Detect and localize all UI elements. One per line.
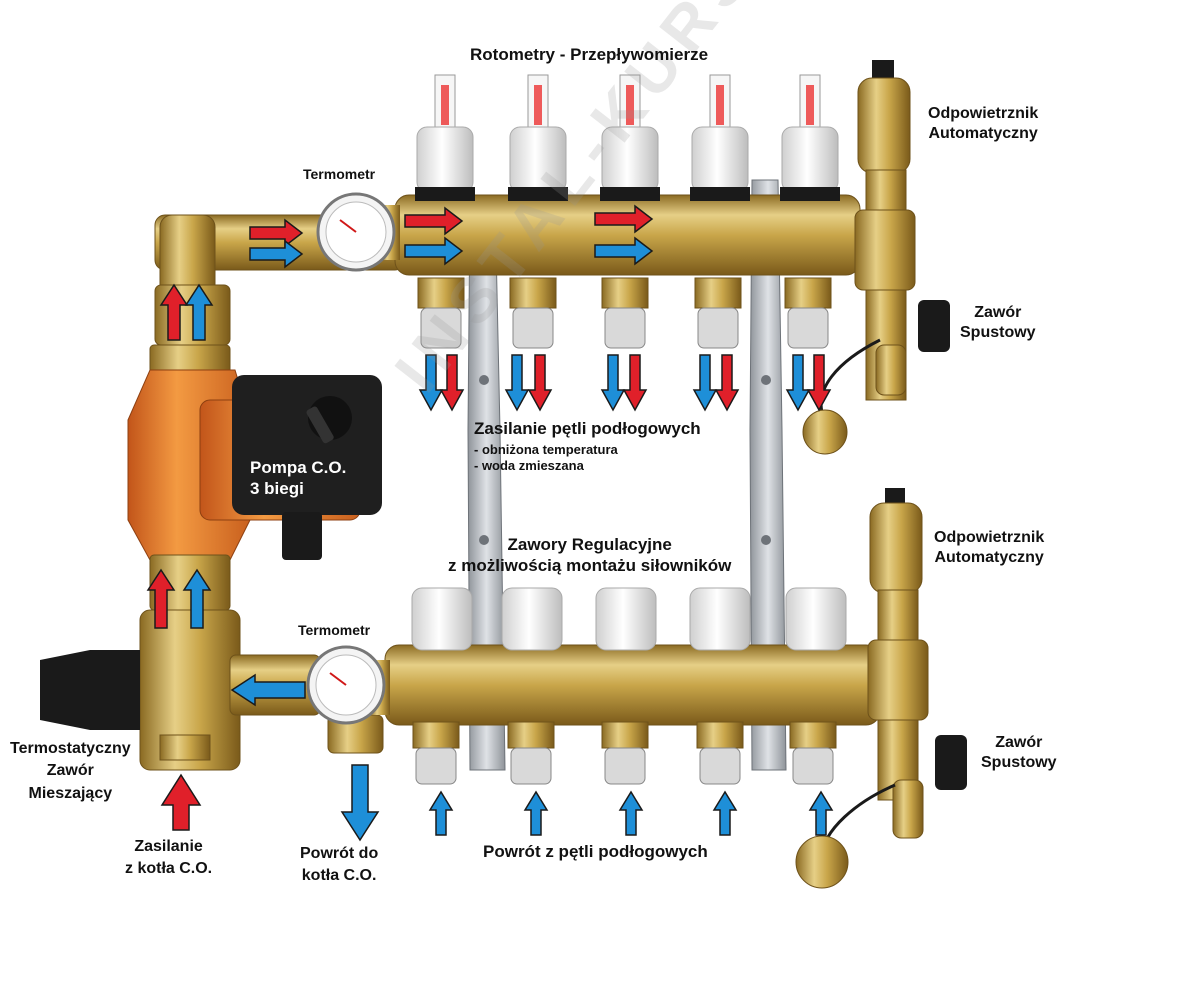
label-zasilanie-petli: Zasilanie pętli podłogowych: [474, 419, 701, 438]
outlet-connector: [601, 277, 649, 349]
rotameter[interactable]: [690, 74, 750, 201]
circulation-pump: [127, 344, 382, 611]
arrow-red-right: [594, 204, 654, 234]
thermostatic-mixing-valve[interactable]: [40, 609, 321, 771]
label-zasilanie-petli-notes: - obniżona temperatura - woda zmieszana: [474, 442, 618, 474]
arrow-blue-up: [808, 790, 834, 836]
label-rotometry: Rotometry - Przepływomierze: [470, 45, 709, 64]
label-termometr-bottom: Termometr: [298, 622, 371, 638]
arrow-red-up: [159, 283, 189, 341]
supply-outlets: [417, 277, 832, 349]
label-odpowietrznik-bottom: Odpowietrznik Automatyczny: [934, 529, 1045, 566]
arrow-red-right: [249, 218, 304, 248]
arrow-blue-right: [404, 236, 464, 266]
rotameter-group: [415, 74, 840, 201]
arrow-blue-up: [428, 790, 454, 836]
arrow-red-up: [146, 568, 176, 629]
inlet-connector: [601, 721, 649, 785]
arrow-blue-right: [249, 239, 304, 269]
outlet-connector: [509, 277, 557, 349]
inlet-connector: [696, 721, 744, 785]
label-pompa: Pompa C.O. 3 biegi: [250, 458, 347, 499]
rotameter[interactable]: [600, 74, 660, 201]
arrow-blue-down: [692, 354, 718, 412]
label-zawor-spustowy-bottom: Zawór Spustowy: [981, 734, 1057, 771]
arrow-blue-down: [418, 354, 444, 412]
return-inlets: [412, 721, 837, 785]
inlet-connector: [507, 721, 555, 785]
valve-cap[interactable]: [411, 587, 473, 651]
arrow-blue-up: [712, 790, 738, 836]
rotameter[interactable]: [415, 74, 475, 201]
arrow-blue-down-boiler-return: [340, 764, 380, 842]
air-vent-bottom[interactable]: [867, 488, 929, 801]
outlet-connector: [417, 277, 465, 349]
inlet-connector: [789, 721, 837, 785]
arrow-blue-up: [523, 790, 549, 836]
drain-valve-bottom[interactable]: [795, 735, 967, 889]
arrow-blue-down: [504, 354, 530, 412]
arrow-blue-down: [600, 354, 626, 412]
valve-cap[interactable]: [501, 587, 563, 651]
arrow-red-down: [622, 354, 648, 412]
label-termometr-top: Termometr: [303, 166, 376, 182]
thermometer-bottom: [306, 645, 390, 725]
inlet-connector: [412, 721, 460, 785]
label-powrot-z-petli: Powrót z pętli podłogowych: [483, 842, 708, 861]
thermometer-top: [316, 192, 400, 272]
drain-valve-top[interactable]: [802, 300, 950, 455]
label-termostatyczny-zawor: Termostatyczny Zawór Mieszający: [10, 740, 131, 802]
label-powrot-do-kotla: Powrót do kotła C.O.: [300, 845, 379, 885]
label-zawor-spustowy-top: Zawór Spustowy: [960, 304, 1036, 341]
arrow-red-up-boiler-supply: [160, 773, 202, 831]
arrow-red-right: [404, 206, 464, 236]
arrow-red-down: [439, 354, 465, 412]
outlet-connector: [784, 277, 832, 349]
mounting-bracket-right: [749, 179, 787, 771]
arrow-blue-up: [184, 283, 214, 341]
valve-cap[interactable]: [785, 587, 847, 651]
arrow-red-down: [714, 354, 740, 412]
arrow-red-down: [806, 354, 832, 412]
regulating-valve-caps: [411, 587, 847, 651]
arrow-blue-up: [618, 790, 644, 836]
flow-arrows: [146, 204, 834, 842]
valve-cap[interactable]: [689, 587, 751, 651]
arrow-red-down: [527, 354, 553, 412]
arrow-blue-down: [785, 354, 811, 412]
arrow-blue-up: [182, 568, 212, 629]
rotameter[interactable]: [508, 74, 568, 201]
arrow-blue-left: [230, 673, 306, 707]
label-odpowietrznik-top: Odpowietrznik Automatyczny: [928, 105, 1039, 142]
outlet-connector: [694, 277, 742, 349]
label-zawory-regulacyjne: Zawory Regulacyjne z możliwością montażu…: [448, 535, 732, 576]
valve-cap[interactable]: [595, 587, 657, 651]
arrow-blue-right: [594, 236, 654, 266]
rotameter[interactable]: [780, 74, 840, 201]
label-zasilanie-kotla: Zasilanie z kotła C.O.: [125, 838, 213, 878]
